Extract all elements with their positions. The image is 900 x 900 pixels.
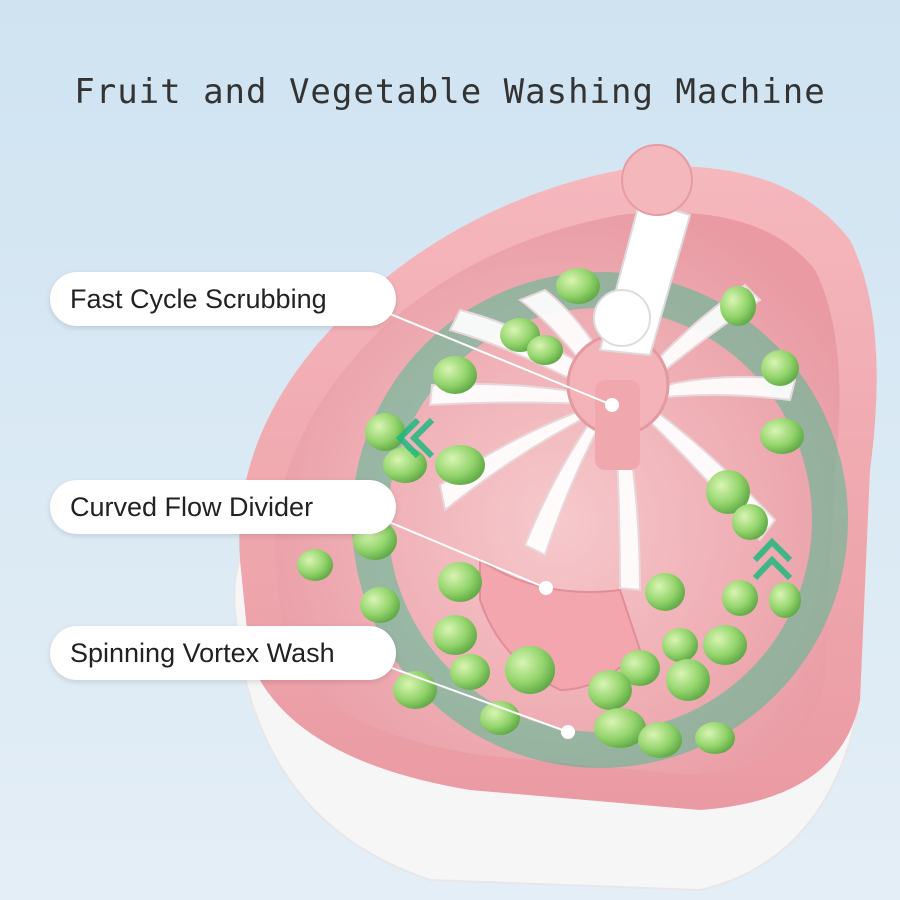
crank-knob-base bbox=[593, 289, 651, 347]
callout-fast-cycle-scrubbing: Fast Cycle Scrubbing bbox=[50, 272, 396, 326]
callout-spinning-vortex-wash: Spinning Vortex Wash bbox=[50, 626, 396, 680]
callout-curved-flow-divider: Curved Flow Divider bbox=[50, 480, 396, 534]
grapes bbox=[297, 268, 804, 758]
crank-knob-top bbox=[621, 144, 693, 216]
callout-dots bbox=[539, 398, 619, 739]
flow-chevrons bbox=[395, 417, 793, 581]
hub-shaft bbox=[595, 380, 640, 470]
page-title: Fruit and Vegetable Washing Machine bbox=[74, 72, 826, 112]
